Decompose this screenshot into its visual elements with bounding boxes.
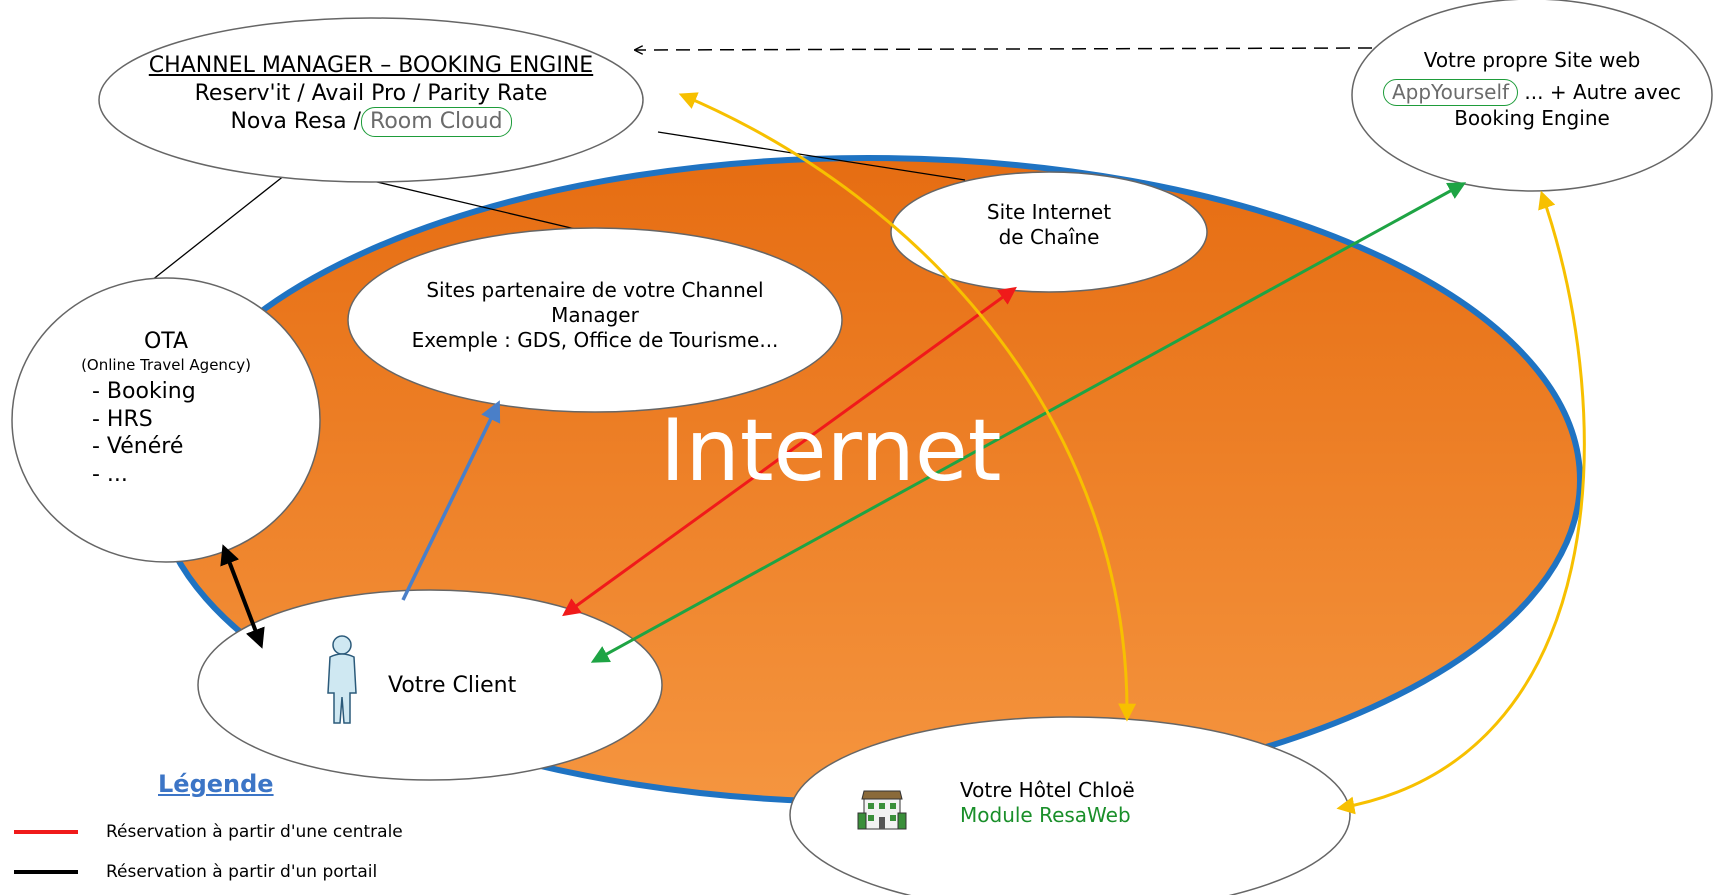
chain-site-label: Site Internet de Chaîne xyxy=(920,200,1178,250)
blue-arrow-client-partners xyxy=(401,400,501,601)
legend-line-black xyxy=(14,870,78,874)
channel-manager-line3-prefix: Nova Resa / xyxy=(230,109,362,134)
dashed-arrow-site-to-cm xyxy=(636,48,1373,50)
ota-label: OTA (Online Travel Agency) - Booking - H… xyxy=(40,328,292,488)
ota-title: OTA xyxy=(143,329,189,354)
hotel-label: Votre Hôtel Chloë Module ResaWeb xyxy=(960,778,1135,828)
ota-item: - ... xyxy=(92,461,128,487)
chain-site-line2: de Chaîne xyxy=(998,225,1100,249)
legend-line-red xyxy=(14,830,78,834)
room-cloud-badge: Room Cloud xyxy=(361,107,512,137)
legend-item-portal: Réservation à partir d'un portail xyxy=(14,862,377,882)
partners-line3: Exemple : GDS, Office de Tourisme... xyxy=(411,328,779,352)
legend-item-central: Réservation à partir d'une centrale xyxy=(14,822,403,842)
partners-line1: Sites partenaire de votre Channel xyxy=(426,278,764,302)
legend-title: Légende xyxy=(158,770,274,798)
yellow-arrow-site-hotel xyxy=(1336,190,1586,815)
ota-item: - HRS xyxy=(92,406,153,432)
legend-label: Réservation à partir d'un portail xyxy=(106,862,378,882)
black-arrow-client-ota xyxy=(220,544,265,649)
own-site-title: Votre propre Site web xyxy=(1423,48,1641,72)
internet-label: Internet xyxy=(660,401,1002,501)
channel-manager-line3: Nova Resa /Room Cloud xyxy=(99,107,643,137)
channel-manager-line2: Reserv'it / Avail Pro / Parity Rate xyxy=(194,80,548,106)
chain-site-line1: Site Internet xyxy=(986,200,1112,224)
ota-node xyxy=(11,277,321,563)
client-label: Votre Client xyxy=(388,673,517,698)
hotel-icon xyxy=(857,790,907,830)
partners-line2: Manager xyxy=(551,303,639,327)
ota-item: - Vénéré xyxy=(92,434,184,460)
own-site-line2: AppYourself ... + Autre avec xyxy=(1355,79,1709,106)
ota-subtitle: (Online Travel Agency) xyxy=(81,355,251,374)
yellow-arrow-cm-hotel xyxy=(678,92,1137,722)
hotel-line1: Votre Hôtel Chloë xyxy=(960,778,1135,802)
connector-cm-ota xyxy=(141,174,286,289)
own-site-label: Votre propre Site web AppYourself ... + … xyxy=(1355,48,1709,131)
channel-manager-title: CHANNEL MANAGER – BOOKING ENGINE xyxy=(148,53,594,78)
own-site-line3: Booking Engine xyxy=(1454,106,1610,130)
legend-label: Réservation à partir d'une centrale xyxy=(106,822,403,842)
person-icon xyxy=(327,635,357,724)
ota-item: - Booking xyxy=(92,379,196,405)
partners-label: Sites partenaire de votre Channel Manage… xyxy=(368,278,822,353)
hotel-line2: Module ResaWeb xyxy=(960,803,1131,827)
own-site-suffix: ... + Autre avec xyxy=(1524,80,1682,104)
channel-manager-node xyxy=(98,17,644,183)
appyourself-badge: AppYourself xyxy=(1382,79,1519,106)
channel-manager-label: CHANNEL MANAGER – BOOKING ENGINE Reserv'… xyxy=(99,52,643,137)
client-node xyxy=(197,589,663,781)
